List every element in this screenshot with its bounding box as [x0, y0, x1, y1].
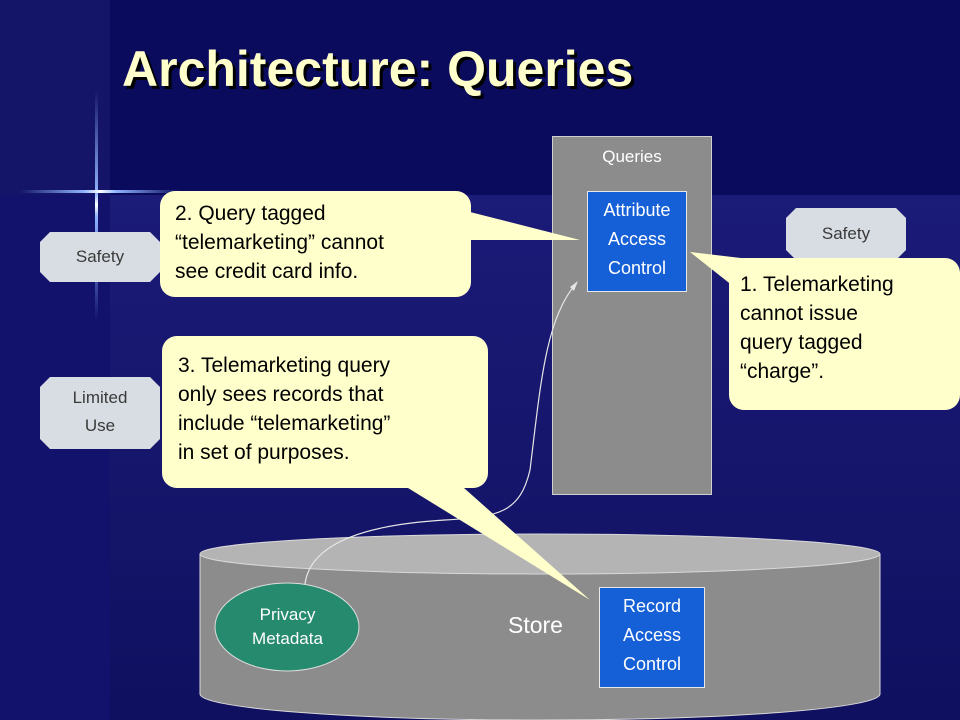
record-access-control-box: Record Access Control: [599, 587, 705, 688]
callout-1-line: cannot issue: [740, 302, 858, 325]
privacy-metadata-ellipse: [214, 582, 360, 672]
callout-3-line: include “telemarketing”: [178, 412, 391, 435]
limited-use-line: Limited: [72, 388, 128, 407]
metadata-flow-arrowhead: [570, 281, 578, 291]
attribute-access-control-line: Control: [607, 258, 667, 278]
callout-2-line: “telemarketing” cannot: [175, 231, 384, 254]
callout-2: 2. Query tagged “telemarketing” cannot s…: [160, 191, 471, 297]
limited-use-line: Use: [84, 416, 116, 435]
privacy-metadata-line: Privacy: [259, 605, 316, 624]
callout-3-pointer: [395, 480, 590, 600]
queries-panel-label: Queries: [602, 147, 662, 166]
store-label: Store: [508, 612, 563, 638]
callout-1: 1. Telemarketing cannot issue query tagg…: [729, 258, 960, 410]
callout-1-line: 1. Telemarketing: [740, 273, 894, 296]
attribute-access-control-line: Access: [607, 229, 667, 249]
callout-3-line: 3. Telemarketing query: [178, 354, 391, 377]
safety-tag-left: Safety: [40, 232, 160, 282]
sparkle-star-horizontal: [20, 190, 180, 193]
callout-3-line: only sees records that: [178, 383, 384, 406]
store-cylinder-top: [199, 533, 881, 575]
callout-1-line: “charge”.: [740, 360, 825, 383]
callout-3-line: in set of purposes.: [178, 441, 350, 464]
limited-use-tag: Limited Use: [40, 377, 160, 449]
sparkle-star-vertical: [95, 90, 98, 320]
callout-2-line: see credit card info.: [175, 260, 359, 283]
safety-tag-right: Safety: [786, 208, 906, 260]
privacy-metadata-line: Metadata: [252, 629, 323, 648]
record-access-control-line: Access: [622, 625, 682, 645]
callout-2-line: 2. Query tagged: [175, 202, 326, 225]
slide-title: Architecture: Queries: [122, 41, 634, 97]
callout-1-line: query tagged: [740, 331, 863, 354]
callout-2-pointer: [470, 212, 580, 240]
attribute-access-control-box: Attribute Access Control: [587, 191, 687, 292]
record-access-control-line: Record: [622, 596, 682, 616]
privacy-metadata-label: Privacy Metadata: [216, 603, 359, 651]
metadata-flow-line: [304, 284, 576, 585]
callout-3: 3. Telemarketing query only sees records…: [162, 336, 488, 488]
attribute-access-control-line: Attribute: [603, 200, 671, 220]
record-access-control-line: Control: [622, 654, 682, 674]
